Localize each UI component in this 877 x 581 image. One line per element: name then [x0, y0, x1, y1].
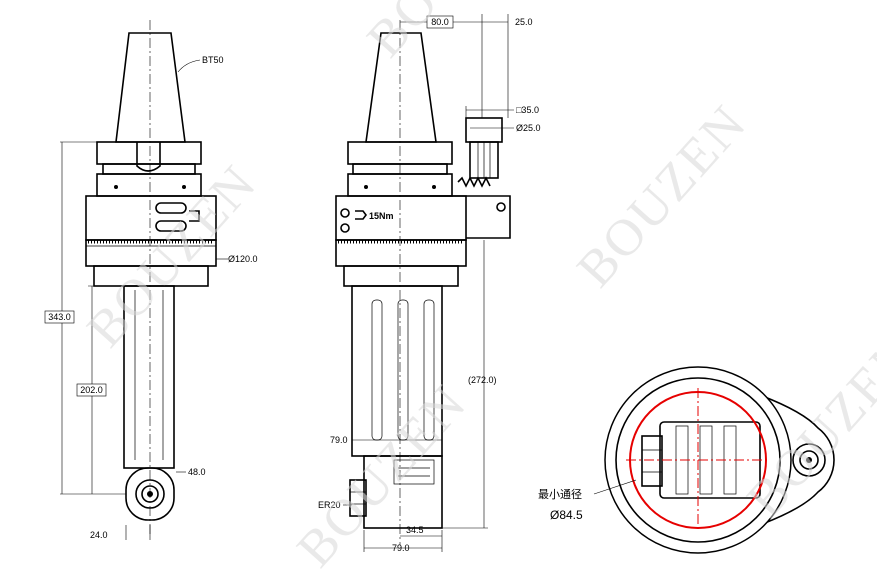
min-clearance-value: Ø84.5 — [550, 508, 583, 522]
front-taper — [115, 32, 186, 143]
bottom-lobe-screw — [799, 450, 819, 470]
wrench-icon — [189, 210, 200, 222]
dim-top-offset: 25.0 — [515, 17, 533, 27]
dim-knob-dia: Ø25.0 — [516, 123, 541, 133]
side-screw — [340, 208, 350, 218]
front-key-slot — [155, 220, 187, 232]
watermark-text: BOUZEN — [567, 94, 758, 298]
side-arm-slot — [371, 299, 383, 441]
dim-box — [426, 15, 454, 29]
side-view: 15Nm 80.0 25.0 □35.0 — [318, 14, 541, 553]
dim-bottom-offset-side: 34.5 — [406, 525, 424, 535]
side-body — [335, 195, 467, 241]
side-knob-base — [465, 117, 503, 143]
front-hole — [114, 185, 118, 189]
side-hole — [432, 185, 436, 189]
side-arm-housing — [430, 195, 511, 239]
dim-head-height: 79.0 — [330, 435, 348, 445]
dim-box — [44, 310, 75, 324]
front-collar — [96, 141, 202, 165]
side-nameplate — [393, 459, 435, 485]
bottom-lobe-screw-outer — [792, 443, 826, 477]
front-collar-ring — [102, 163, 196, 175]
min-clearance-label: 最小通径 — [538, 488, 582, 501]
wrench-icon — [355, 210, 367, 220]
side-screw — [340, 223, 350, 233]
side-hole — [364, 185, 368, 189]
front-drive-slot — [136, 142, 161, 172]
side-spring — [457, 176, 491, 188]
dim-spindle-length: 202.0 — [80, 385, 103, 395]
leader-clearance — [593, 479, 637, 495]
dim-flange-dia: Ø120.0 — [228, 254, 258, 264]
taper-label: BT50 — [202, 55, 224, 65]
side-scale-ring — [335, 239, 467, 267]
torque-label: 15Nm — [369, 211, 394, 221]
dim-head-dia: 48.0 — [188, 467, 206, 477]
front-flange — [96, 173, 202, 197]
front-view: 343.0 202.0 48.0 Ø120.0 24.0 BT50 — [44, 20, 258, 540]
dim-box — [76, 383, 107, 397]
side-lower-body — [343, 265, 459, 287]
bottom-lobe — [739, 387, 835, 533]
side-knob-screw — [496, 202, 506, 212]
dim-total-length: 343.0 — [48, 312, 71, 322]
side-collet-nut — [349, 479, 367, 517]
leader-bt50 — [177, 59, 201, 73]
front-hole — [182, 185, 186, 189]
front-key-slot — [155, 202, 187, 214]
dim-ref-length: (272.0) — [468, 375, 497, 385]
collet-label: ER20 — [318, 500, 341, 510]
bottom-lobe-screw-center — [806, 457, 812, 463]
dim-bottom-width: 79.0 — [392, 543, 410, 553]
bottom-collet-nut — [641, 435, 663, 487]
dim-square: □35.0 — [516, 105, 539, 115]
dim-bottom-offset: 24.0 — [90, 530, 108, 540]
dim-top-width: 80.0 — [431, 17, 449, 27]
watermark-text: BOUZEN — [357, 0, 548, 68]
watermarks: BOUZEN BOUZEN BOUZEN BOUZEN BOUZEN — [77, 0, 877, 578]
bottom-view: 最小通径 Ø84.5 — [538, 366, 835, 554]
bottom-inner-ring — [615, 377, 781, 543]
